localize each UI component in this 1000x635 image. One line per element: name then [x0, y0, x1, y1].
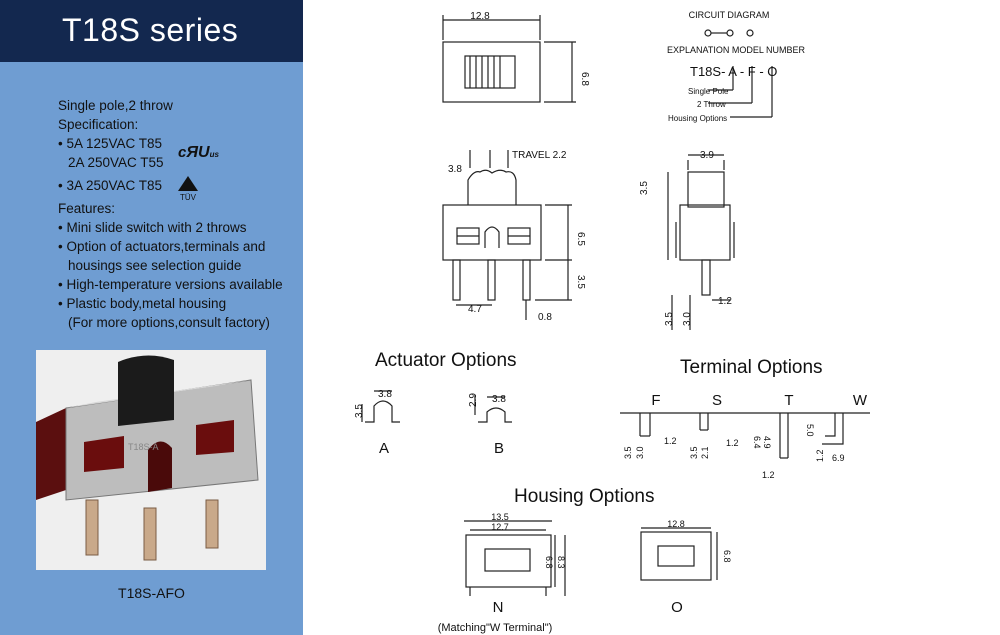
top-height-label: 6.8	[579, 72, 590, 86]
terminal-w-dim-3: 6.9	[832, 453, 845, 463]
rating-2: 3A 250VAC T85	[58, 176, 298, 195]
feature-1: Mini slide switch with 2 throws	[58, 218, 298, 237]
series-title: T18S series	[62, 12, 239, 48]
actuator-b-drawing	[474, 395, 512, 423]
front-height-label: 6.5	[575, 232, 586, 246]
travel-label: TRAVEL 2.2	[512, 150, 567, 161]
pin-height-label: 3.5	[575, 275, 586, 289]
housing-o-height: 6.8	[722, 550, 732, 563]
housing-n-height-2: 8.3	[556, 556, 566, 569]
housing-n-note: (Matching"W Terminal")	[438, 622, 553, 634]
side-b2-label: 3.0	[682, 312, 693, 326]
photo-caption: T18S-AFO	[118, 585, 185, 601]
terminal-s-label: S	[712, 392, 722, 409]
front-view-drawing	[442, 150, 572, 320]
model-number: T18S- A - F - O	[690, 64, 777, 79]
actuator-options-heading: Actuator Options	[375, 350, 517, 371]
model-explanation-title: EXPLANATION MODEL NUMBER	[667, 45, 806, 55]
housing-n-label: N	[493, 599, 504, 616]
terminal-f-label: F	[651, 392, 660, 409]
terminal-t-dim-1: 6.4	[752, 436, 762, 449]
terminal-t-dim-3: 1.2	[762, 470, 775, 480]
actuator-a-label: A	[379, 440, 389, 457]
model-label-pole: Single Pole	[688, 87, 729, 96]
terminal-options-drawing	[620, 412, 870, 459]
circuit-diagram-symbol	[704, 29, 773, 118]
svg-text:T18S-A: T18S-A	[128, 442, 159, 452]
feature-6: (For more options,consult factory)	[68, 315, 270, 330]
ul-certification-logo: cЯUus	[178, 144, 219, 161]
model-label-throw: 2 Throw	[697, 100, 726, 109]
top-view-drawing	[442, 15, 576, 103]
tuv-certification-logo: TÜV	[178, 176, 198, 201]
rating-1a: 5A 125VAC T85	[58, 134, 298, 153]
terminal-f-dim-3: 1.2	[664, 436, 677, 446]
housing-options-heading: Housing Options	[514, 486, 654, 507]
svg-text:TÜV: TÜV	[180, 193, 197, 201]
terminal-w-dim-1: 5.0	[805, 424, 815, 437]
feature-4: High-temperature versions available	[58, 275, 298, 294]
terminal-s-dim-3: 1.2	[726, 438, 739, 448]
pole-text: Single pole,2 throw	[58, 98, 173, 113]
terminal-f-dim-1: 3.5	[623, 446, 633, 459]
pitch-label: 4.7	[468, 304, 482, 315]
spec-label: Specification:	[58, 117, 139, 132]
info-sidebar: T18S series Single pole,2 throw Specific…	[0, 0, 303, 635]
housing-o-width: 12.8	[667, 519, 685, 529]
terminal-f-dim-2: 3.0	[635, 446, 645, 459]
side-b1-label: 3.5	[664, 312, 675, 326]
specification-block: Single pole,2 throw Specification: 5A 12…	[58, 96, 298, 332]
housing-n-width-1: 13.5	[491, 512, 509, 522]
actuator-a-width: 3.8	[378, 389, 392, 400]
actuator-b-label: B	[494, 440, 504, 457]
housing-n-width-2: 12.7	[491, 522, 509, 532]
rating-1b: 2A 250VAC T55	[68, 155, 164, 170]
terminal-w-dim-2: 1.2	[815, 449, 825, 462]
terminal-options-heading: Terminal Options	[680, 357, 823, 378]
feature-2: Option of actuators,terminals and	[58, 237, 298, 256]
circuit-diagram-title: CIRCUIT DIAGRAM	[689, 10, 770, 20]
top-width-label: 12.8	[470, 11, 490, 22]
actuator-a-drawing	[361, 390, 400, 423]
side-top-label: 3.5	[639, 181, 650, 195]
actuator-b-height: 2.9	[468, 393, 479, 407]
feature-3: housings see selection guide	[68, 258, 242, 273]
side-pin-label: 1.2	[718, 296, 732, 307]
side-view-drawing	[667, 154, 735, 330]
housing-n-drawing	[464, 520, 566, 596]
pin-width-label: 0.8	[538, 312, 552, 323]
terminal-w-label: W	[853, 392, 868, 409]
housing-n-height-1: 6.8	[544, 556, 554, 569]
features-label: Features:	[58, 201, 116, 216]
feature-5: Plastic body,metal housing	[58, 294, 298, 313]
terminal-s-dim-2: 2.1	[700, 446, 710, 459]
series-header: T18S series	[0, 0, 303, 62]
actuator-b-width: 3.8	[492, 394, 506, 405]
housing-o-drawing	[640, 527, 718, 581]
technical-drawings: 12.8 6.8 3.8 TRAVEL 2.2 6.5 3.5 4.7 0.8 …	[354, 10, 870, 634]
front-actuator-label: 3.8	[448, 164, 462, 175]
terminal-t-label: T	[784, 392, 793, 409]
product-photo: T18S-A	[36, 350, 266, 570]
actuator-a-height: 3.5	[354, 404, 365, 418]
model-label-housing: Housing Options	[668, 114, 727, 123]
housing-o-label: O	[671, 599, 683, 616]
terminal-s-dim-1: 3.5	[689, 446, 699, 459]
side-width-label: 3.9	[700, 150, 714, 161]
terminal-t-dim-2: 4.9	[762, 436, 772, 449]
